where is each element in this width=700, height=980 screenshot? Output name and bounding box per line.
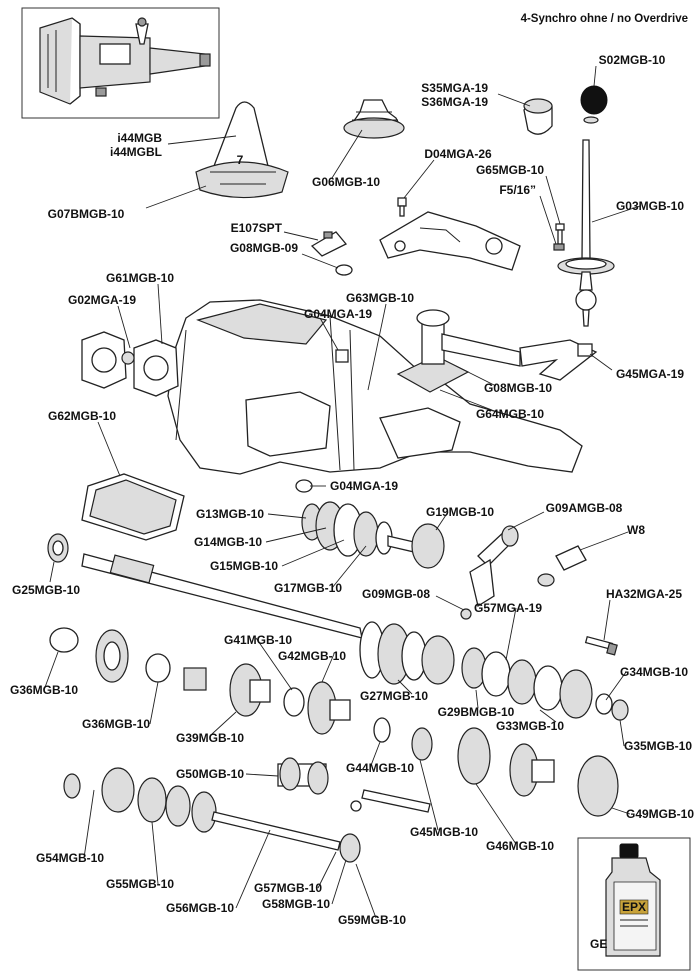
callout-label: G09MGB-08 <box>362 587 430 601</box>
callout-label: G49MGB-10 <box>626 807 694 821</box>
side-cover-plate <box>81 473 185 541</box>
callout-label: G09AMGB-08 <box>546 501 623 515</box>
remote-control-cover <box>379 211 521 271</box>
callout-label: G57MGB-10 <box>254 881 322 895</box>
callout-label: G08MGB-10 <box>484 381 552 395</box>
callout-label: G46MGB-10 <box>486 839 554 853</box>
callout-label: G57MGA-19 <box>474 601 542 615</box>
lever-bolt <box>553 223 565 251</box>
callout-label: G61MGB-10 <box>106 271 174 285</box>
reverse-shaft-bush <box>373 717 433 761</box>
callout-label: G33MGB-10 <box>496 719 564 733</box>
callout-label: G58MGB-10 <box>262 897 330 911</box>
callout-label: G14MGB-10 <box>194 535 262 549</box>
callout-label: G15MGB-10 <box>210 559 278 573</box>
gear-oil-inset: EPX GE <box>577 837 691 971</box>
oil-inset-label: GE <box>590 937 607 951</box>
callout-labels: S02MGB-10 S35MGA-19 S36MGA-19 i44MGB i44… <box>10 53 694 927</box>
reverse-light-switch <box>310 231 353 276</box>
callout-label: G36MGB-10 <box>82 717 150 731</box>
callout-label: G07BMGB-10 <box>48 207 125 221</box>
gearbox-assembly-inset <box>21 7 220 119</box>
callout-label: G08MGB-09 <box>230 241 298 255</box>
layshaft-assembly <box>63 767 361 863</box>
callout-label: G27MGB-10 <box>360 689 428 703</box>
callout-label: G64MGB-10 <box>476 407 544 421</box>
synchro-hub-assembly <box>301 501 393 557</box>
reverse-shaft <box>350 789 431 813</box>
gear-knob-alt <box>523 98 553 135</box>
diagram-heading: 4-Synchro ohne / no Overdrive <box>521 13 688 25</box>
callout-label: S36MGA-19 <box>421 95 488 109</box>
cover-bolt <box>397 197 407 217</box>
callout-label: G39MGB-10 <box>176 731 244 745</box>
callout-label: W8 <box>627 523 645 537</box>
callout-label: F5/16” <box>499 183 536 197</box>
callout-label: E107SPT <box>231 221 283 235</box>
callout-label: G45MGA-19 <box>616 367 684 381</box>
reverse-gears <box>457 727 619 817</box>
callout-label: G44MGB-10 <box>346 761 414 775</box>
front-cover-gasket <box>81 331 179 397</box>
callout-label: G45MGB-10 <box>410 825 478 839</box>
callout-label: G36MGB-10 <box>10 683 78 697</box>
callout-label: HA32MGA-25 <box>606 587 682 601</box>
callout-label: G04MGA-19 <box>330 479 398 493</box>
callout-label: G04MGA-19 <box>304 307 372 321</box>
callout-label: G19MGB-10 <box>426 505 494 519</box>
first-gear-synchro <box>461 647 593 719</box>
rear-washer-nut <box>595 693 629 721</box>
callout-label: D04MGA-26 <box>424 147 492 161</box>
callout-label: G55MGB-10 <box>106 877 174 891</box>
callout-label: G41MGB-10 <box>224 633 292 647</box>
callout-label: G02MGA-19 <box>68 293 136 307</box>
tunnel-gaiter <box>343 99 405 139</box>
lever-gaiter: 7 <box>195 101 289 199</box>
gearbox-assembly-illustration <box>39 17 211 105</box>
gear-lever <box>557 139 615 327</box>
bearing-race <box>95 629 129 683</box>
callout-label: G06MGB-10 <box>312 175 380 189</box>
callout-label: S35MGA-19 <box>421 81 488 95</box>
callout-label: G54MGB-10 <box>36 851 104 865</box>
remote-control-housing <box>396 309 598 393</box>
laygear-cluster <box>277 757 329 795</box>
callout-label: G13MGB-10 <box>196 507 264 521</box>
rear-bolt <box>584 635 618 656</box>
callout-label: G42MGB-10 <box>278 649 346 663</box>
callout-label: G35MGB-10 <box>624 739 692 753</box>
callout-label: G56MGB-10 <box>166 901 234 915</box>
circlip-pair <box>49 627 171 683</box>
selector-lever <box>460 525 519 620</box>
gear-knob <box>580 85 608 124</box>
gearbox-casing <box>167 299 583 475</box>
fourth-gear-row <box>229 663 351 735</box>
needle-bearing <box>183 667 207 691</box>
second-gear-cone-row <box>359 621 455 685</box>
callout-label: G50MGB-10 <box>176 767 244 781</box>
callout-label: S02MGB-10 <box>599 53 666 67</box>
callout-label: G63MGB-10 <box>346 291 414 305</box>
svg-text:7: 7 <box>237 153 244 167</box>
selector-plug <box>537 545 587 587</box>
sealing-plug-lower <box>295 479 313 493</box>
callout-label: i44MGBL <box>110 145 162 159</box>
bush-nut <box>577 343 593 357</box>
oil-bottle-illustration: EPX <box>605 843 661 957</box>
callout-label: G29BMGB-10 <box>438 705 515 719</box>
callout-label: G62MGB-10 <box>48 409 116 423</box>
oil-bottle-label: EPX <box>622 900 646 914</box>
third-gear <box>387 523 445 569</box>
callout-label: G03MGB-10 <box>616 199 684 213</box>
sealing-plug-upper <box>335 349 349 363</box>
callout-label: G25MGB-10 <box>12 583 80 597</box>
callout-label: G65MGB-10 <box>476 163 544 177</box>
callout-label: G17MGB-10 <box>274 581 342 595</box>
input-bearing <box>47 533 69 563</box>
leader-lines <box>43 65 641 919</box>
callout-label: G34MGB-10 <box>620 665 688 679</box>
callout-label: i44MGB <box>117 131 162 145</box>
callout-label: G59MGB-10 <box>338 913 406 927</box>
